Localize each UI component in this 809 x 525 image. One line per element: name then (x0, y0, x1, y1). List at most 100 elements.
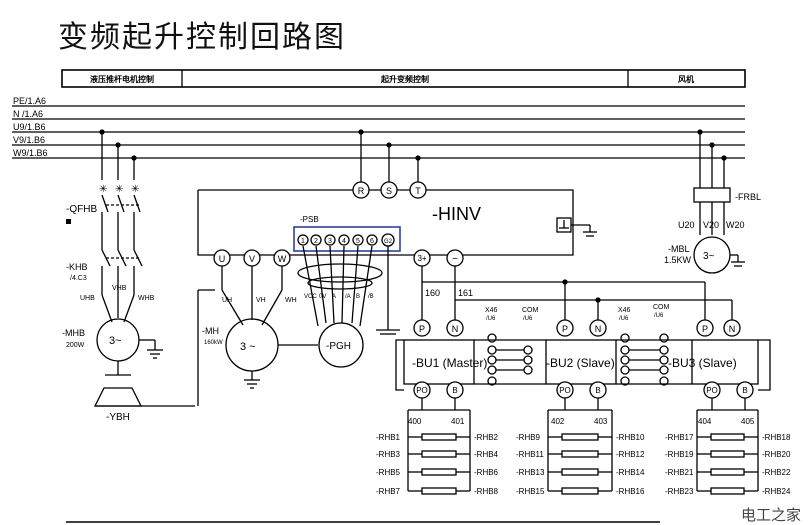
header-left: 液压推杆电机控制 (90, 74, 154, 84)
resistor-label: -RHB8 (474, 487, 499, 496)
svg-text:P: P (419, 324, 425, 334)
brake-resistor (561, 487, 599, 495)
bus-label-u9: U9/1.B6 (13, 122, 46, 132)
svg-text:S: S (386, 186, 392, 196)
bu2-label: -BU2 (Slave) (546, 356, 615, 370)
bus-label-v9: V9/1.B6 (13, 135, 45, 145)
svg-text:N: N (452, 324, 459, 334)
frbl-label: -FRBL (735, 192, 761, 202)
brake-resistor (561, 433, 599, 441)
svg-text:W20: W20 (726, 220, 745, 230)
brake-resistor (421, 433, 457, 441)
resistor-label: -RHB20 (762, 450, 791, 459)
svg-text:UH: UH (222, 297, 232, 304)
resistor-label: -RHB11 (516, 450, 544, 459)
terminal-r (352, 181, 370, 199)
resistor-label: -RHB22 (762, 468, 791, 477)
svg-text:2: 2 (314, 238, 318, 245)
svg-text:V20: V20 (703, 220, 719, 230)
resistor-label: -RHB10 (616, 433, 645, 442)
svg-text:WH: WH (285, 297, 297, 304)
svg-text:N: N (729, 324, 736, 334)
watermark-text: 电工之家 (740, 506, 801, 524)
svg-text:X46: X46 (618, 307, 631, 314)
resistor-label: -RHB21 (665, 468, 694, 477)
svg-text:/U6: /U6 (486, 316, 496, 322)
svg-text:A: A (332, 294, 336, 300)
resistor-label: -RHB5 (376, 468, 401, 477)
brake-resistor (561, 450, 599, 458)
svg-text:COM: COM (522, 307, 539, 314)
main-motor: UH VH WH 3 ~ -MH 160kW -PGH VCC 0V A /A … (197, 245, 400, 406)
resistor-label: -RHB4 (474, 450, 499, 459)
wire-number: 401 (451, 417, 465, 426)
hinv-label: -HINV (432, 204, 481, 224)
svg-text:B: B (742, 386, 747, 395)
svg-text:1.5KW: 1.5KW (664, 255, 692, 265)
svg-text:VH: VH (256, 297, 266, 304)
resistor-label: -RHB19 (665, 450, 694, 459)
dc-bus: 160 161 (421, 266, 733, 320)
svg-text:5: 5 (356, 238, 360, 245)
resistor-label: -RHB1 (376, 433, 401, 442)
svg-text:V: V (249, 254, 255, 264)
svg-text:0V: 0V (319, 294, 326, 300)
terminal-s (380, 181, 398, 199)
wire-number: 405 (741, 417, 755, 426)
psb-terminals: 1 2 3 4 5 6 G2 (297, 233, 395, 247)
svg-text:X46: X46 (485, 307, 498, 314)
svg-text:/U6: /U6 (619, 316, 629, 322)
svg-text:160: 160 (425, 288, 440, 298)
svg-text:/4.C3: /4.C3 (70, 275, 87, 282)
svg-text:✳: ✳ (131, 184, 139, 195)
bu-terminal-strips (487, 333, 669, 386)
svg-text:3: 3 (328, 238, 332, 245)
mhb-label: -MHB (62, 328, 85, 338)
svg-text:UHB: UHB (80, 295, 95, 302)
svg-text:U: U (219, 254, 226, 264)
svg-text:VCC: VCC (304, 294, 317, 300)
brake-resistor (710, 487, 745, 495)
svg-text:COM: COM (653, 304, 670, 311)
svg-text:/U6: /U6 (654, 313, 664, 319)
resistor-label: -RHB24 (762, 487, 791, 496)
frbl-relay (693, 187, 731, 203)
diagram-title: 变频起升控制回路图 (58, 20, 346, 55)
ybh-brake (93, 387, 143, 407)
svg-text:P: P (562, 324, 568, 334)
ybh-label: -YBH (106, 412, 130, 423)
resistor-label: -RHB2 (474, 433, 499, 442)
terminal-t (409, 181, 427, 199)
wire-number: 404 (698, 417, 712, 426)
inverter-hinv: R S T -HINV -PSB 1 2 3 4 5 6 G2 U V W 3+… (197, 129, 597, 267)
bus-lines: PE/1.A6 N /1.A6 U9/1.B6 V9/1.B6 W9/1.B6 (12, 96, 745, 159)
svg-text:VHB: VHB (112, 285, 127, 292)
svg-text:3+: 3+ (417, 254, 426, 263)
svg-text:−: − (452, 254, 458, 265)
brake-resistor (710, 450, 745, 458)
svg-text:PO: PO (559, 386, 571, 395)
brake-resistor (421, 487, 457, 495)
braking-units: P N P N P N -BU1 (Master) -BU2 (Slave) -… (395, 304, 771, 399)
resistor-label: -RHB14 (616, 468, 645, 477)
resistor-label: -RHB16 (616, 487, 645, 496)
svg-text:N: N (595, 324, 602, 334)
svg-text:✳: ✳ (99, 184, 107, 195)
resistor-label: -RHB7 (376, 487, 401, 496)
wire-number: 400 (408, 417, 422, 426)
svg-text:161: 161 (458, 288, 473, 298)
pusher-motor-branch: ✳ ✳ ✳ -QFHB -KHB /4.C3 UHB VHB WHB 3~ -M… (62, 129, 195, 423)
svg-text:P: P (702, 324, 708, 334)
header-bar: 液压推杆电机控制 起升变频控制 风机 (61, 69, 746, 88)
pgh-encoder (318, 322, 364, 368)
brake-resistor (561, 468, 599, 476)
svg-text:4: 4 (342, 238, 346, 245)
svg-text:✳: ✳ (115, 184, 123, 195)
svg-text:-PSB: -PSB (300, 215, 319, 224)
svg-text:/U6: /U6 (523, 316, 533, 322)
resistor-label: -RHB13 (516, 468, 545, 477)
mbl-label: -MBL (668, 244, 690, 254)
mh-label: -MH (202, 326, 219, 336)
resistor-label: -RHB17 (665, 433, 694, 442)
pgh-label: -PGH (326, 341, 351, 352)
